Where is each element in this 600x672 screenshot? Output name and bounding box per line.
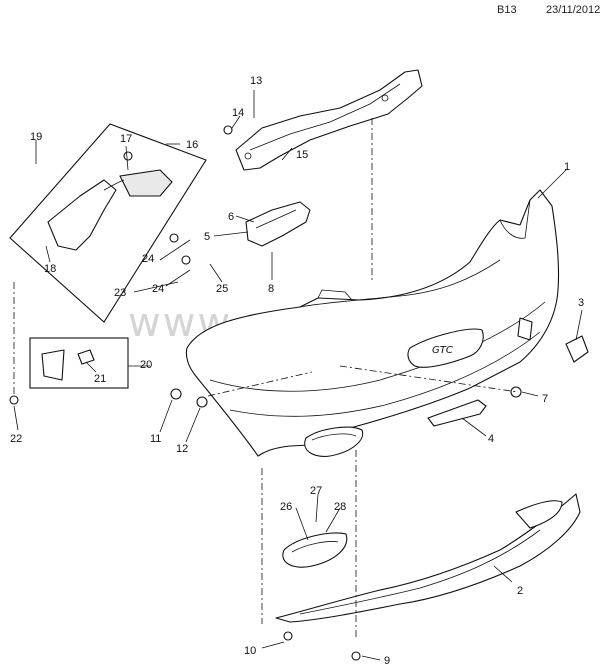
callout-11: 11: [150, 433, 161, 445]
callout-12: 12: [176, 443, 188, 455]
callout-18: 18: [44, 263, 56, 275]
callout-24a: 24: [142, 253, 154, 265]
tailpipe-trim[interactable]: [282, 532, 348, 568]
callout-4: 4: [488, 433, 494, 445]
reflector[interactable]: [427, 399, 487, 427]
page-date: 23/11/2012: [546, 4, 600, 16]
callout-5: 5: [204, 231, 210, 243]
callout-22: 22: [10, 433, 22, 445]
callout-14: 14: [232, 107, 244, 119]
callout-7: 7: [542, 393, 548, 405]
page-code: B13: [497, 4, 517, 16]
clip-3[interactable]: [565, 335, 589, 363]
group-20-box: [29, 337, 129, 389]
callout-23: 23: [114, 287, 126, 299]
rear-bumper-cover[interactable]: GTC: [185, 189, 560, 457]
leader-lines: [13, 90, 583, 661]
callout-15: 15: [296, 149, 308, 161]
lower-diffuser[interactable]: [275, 493, 581, 623]
callout-28: 28: [334, 501, 346, 513]
callout-25: 25: [216, 283, 228, 295]
upper-bracket[interactable]: [235, 69, 423, 171]
fasteners: [9, 125, 522, 661]
callout-3: 3: [578, 297, 584, 309]
callout-19: 19: [30, 131, 42, 143]
callout-16: 16: [186, 139, 198, 151]
callout-2: 2: [517, 585, 523, 597]
callout-20: 20: [140, 359, 152, 371]
group-16-box: [9, 123, 207, 323]
callout-8: 8: [268, 283, 274, 295]
callout-numbers: 1 2 3 4 5 6 7 8 9 10 11 12 13 14 15 16 1…: [10, 75, 584, 667]
callout-9: 9: [384, 655, 390, 667]
callout-21: 21: [94, 373, 106, 385]
callout-27: 27: [310, 485, 322, 497]
side-bracket[interactable]: [245, 201, 311, 247]
tow-hook-bracket[interactable]: [47, 169, 173, 251]
emblem-text: GTC: [432, 345, 453, 356]
alignment-lines: [13, 118, 519, 640]
callout-13: 13: [250, 75, 262, 87]
callout-24b: 24: [152, 283, 164, 295]
callout-1: 1: [564, 161, 570, 173]
callout-10: 10: [244, 645, 256, 657]
callout-17: 17: [120, 133, 132, 145]
callout-26: 26: [280, 501, 292, 513]
callout-6: 6: [228, 211, 234, 223]
